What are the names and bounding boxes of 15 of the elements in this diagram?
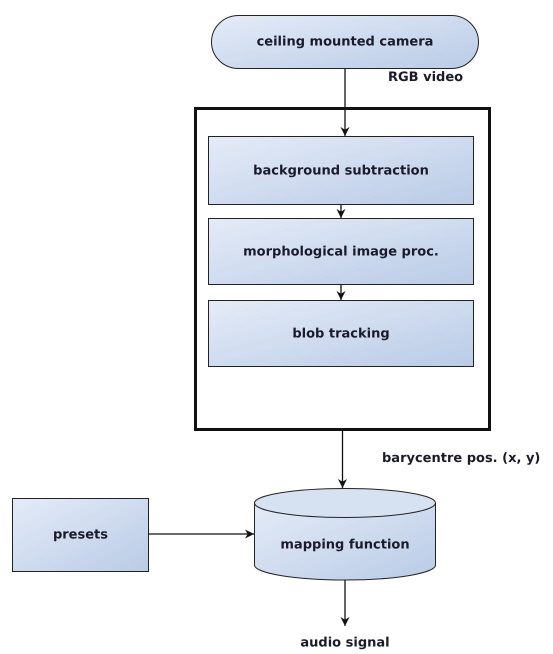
arrow — [340, 580, 350, 626]
node-label: blob tracking — [291, 326, 391, 341]
output-label: audio signal — [299, 636, 391, 650]
arrow — [149, 530, 254, 538]
node-label: morphological image proc. — [242, 244, 440, 259]
flow-label: barycentre pos. (x, y) — [382, 451, 540, 466]
arrow — [338, 431, 347, 488]
arrow — [340, 69, 350, 136]
flow-label: RGB video — [388, 70, 464, 85]
node-label: ceiling mounted camera — [256, 34, 434, 50]
node-label: mapping function — [279, 538, 411, 553]
node-label: background subtraction — [252, 163, 430, 178]
arrow — [336, 285, 346, 300]
arrow — [336, 205, 346, 218]
node-label: presets — [52, 528, 110, 542]
